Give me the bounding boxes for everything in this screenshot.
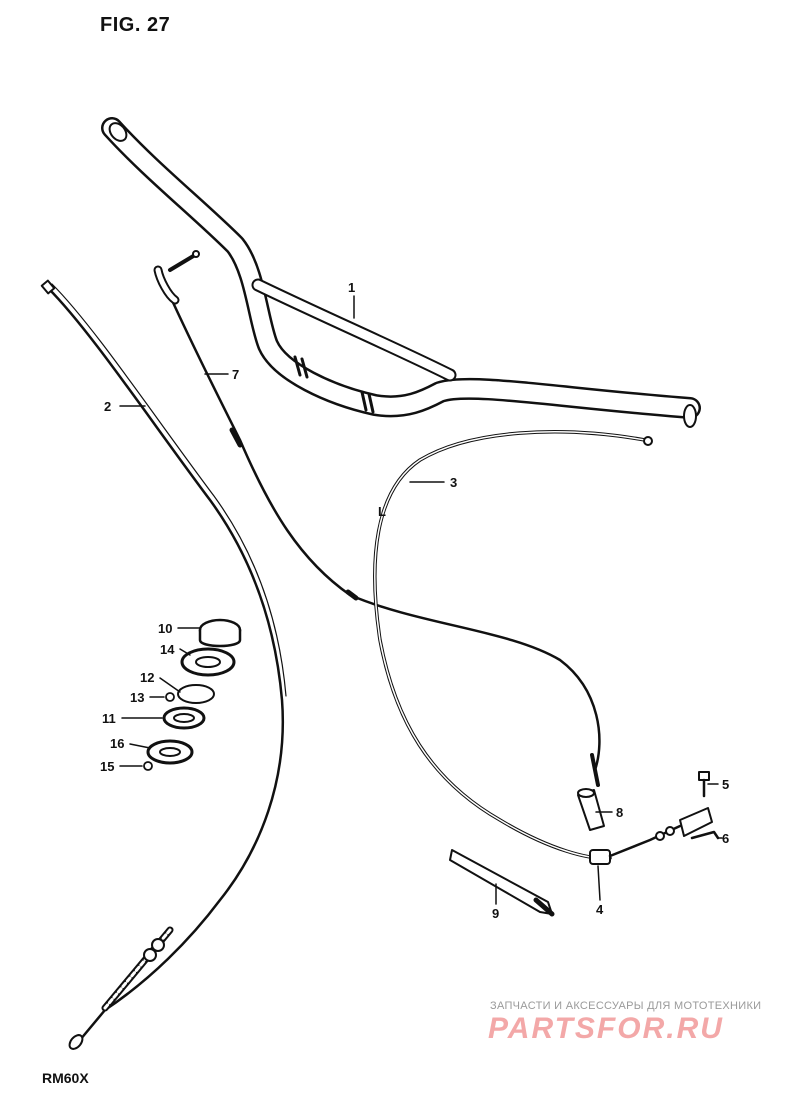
callout-13: 13: [130, 690, 144, 705]
part-5-bolt: [698, 771, 710, 798]
callout-15: 15: [100, 759, 114, 774]
callout-11: 11: [102, 711, 116, 726]
part-8-boot: [577, 788, 605, 831]
part-12-washer: [177, 684, 215, 704]
callout-9: 9: [492, 906, 499, 921]
part-2-cable: [40, 279, 287, 1050]
callout-2: 2: [104, 399, 111, 414]
watermark-logo: PARTSFOR.RU: [488, 1012, 724, 1045]
model-code: RM60X: [42, 1070, 89, 1086]
callout-4: 4: [596, 902, 604, 917]
callout-5: 5: [722, 777, 729, 792]
part-15-ball: [143, 761, 153, 771]
part-9-cable-band: [449, 849, 555, 917]
callout-6: 6: [722, 831, 729, 846]
callout-7: 7: [232, 367, 239, 382]
bushing-stack: [143, 618, 242, 771]
side-mark-l: L: [378, 504, 386, 519]
callout-8: 8: [616, 805, 623, 820]
callout-1: 1: [348, 280, 355, 295]
callout-labels: 1 2 3 4 5 6 7 8 9 10 11 12 13 14 15 16 L: [100, 280, 729, 921]
part-7-throttle-cable: [153, 250, 601, 787]
part-6-clip: [690, 830, 720, 840]
figure-title: FIG. 27: [100, 14, 171, 36]
callout-3: 3: [450, 475, 457, 490]
part-3-clutch-cable: [373, 430, 713, 865]
leader-lines: [119, 295, 723, 905]
callout-16: 16: [110, 736, 124, 751]
callout-14: 14: [160, 642, 175, 657]
watermark-text: ЗАПЧАСТИ И АКСЕССУАРЫ ДЛЯ МОТОТЕХНИКИ: [490, 1000, 762, 1012]
callout-12: 12: [140, 670, 154, 685]
part-13-ball: [165, 692, 175, 702]
callout-10: 10: [158, 621, 172, 636]
part-1-handlebar: [101, 117, 701, 428]
